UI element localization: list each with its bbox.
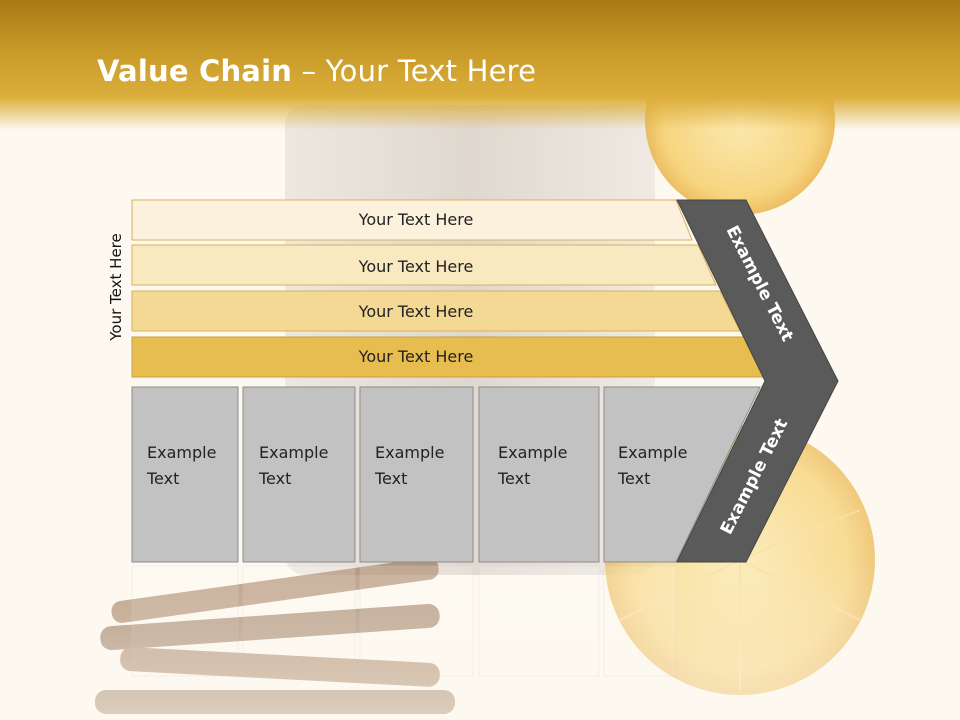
box-4-line1: Example [498,443,567,462]
box-3-shape [359,386,474,563]
bar-3: Your Text Here [131,290,741,332]
box-1: Example Text [131,386,239,563]
slide-title: Value Chain – Your Text Here [97,54,536,88]
bar-2-shape [131,244,717,286]
box-2-line1: Example [259,443,328,462]
box-1-shape [131,386,239,563]
box-5-shape [603,386,761,563]
box-3-line1: Example [375,443,444,462]
title-bold: Value Chain [97,54,293,88]
box-2-shape [242,386,356,563]
boxes-reflection [131,565,677,677]
bar-3-label: Your Text Here [358,302,474,321]
box-4: Example Text [478,386,600,563]
box-5-line1: Example [618,443,687,462]
box-1-line2: Text [146,469,179,488]
title-rest: – Your Text Here [292,54,537,88]
header-band [0,0,960,130]
bar-1-shape [131,199,693,241]
bar-3-shape [131,290,741,332]
box-2-line2: Text [258,469,291,488]
bar-2: Your Text Here [131,244,717,286]
bar-4: Your Text Here [131,336,765,378]
bar-2-label: Your Text Here [358,257,474,276]
box-3-line2: Text [374,469,407,488]
box-2: Example Text [242,386,356,563]
box-5-line2: Text [617,469,650,488]
box-5: Example Text [603,386,761,563]
bar-4-label: Your Text Here [358,347,474,366]
box-4-line2: Text [497,469,530,488]
box-4-shape [478,386,600,563]
chevron-shape [676,199,839,563]
box-3: Example Text [359,386,474,563]
box-1-line1: Example [147,443,216,462]
bar-1-label: Your Text Here [358,210,474,229]
bar-1: Your Text Here [131,199,693,241]
